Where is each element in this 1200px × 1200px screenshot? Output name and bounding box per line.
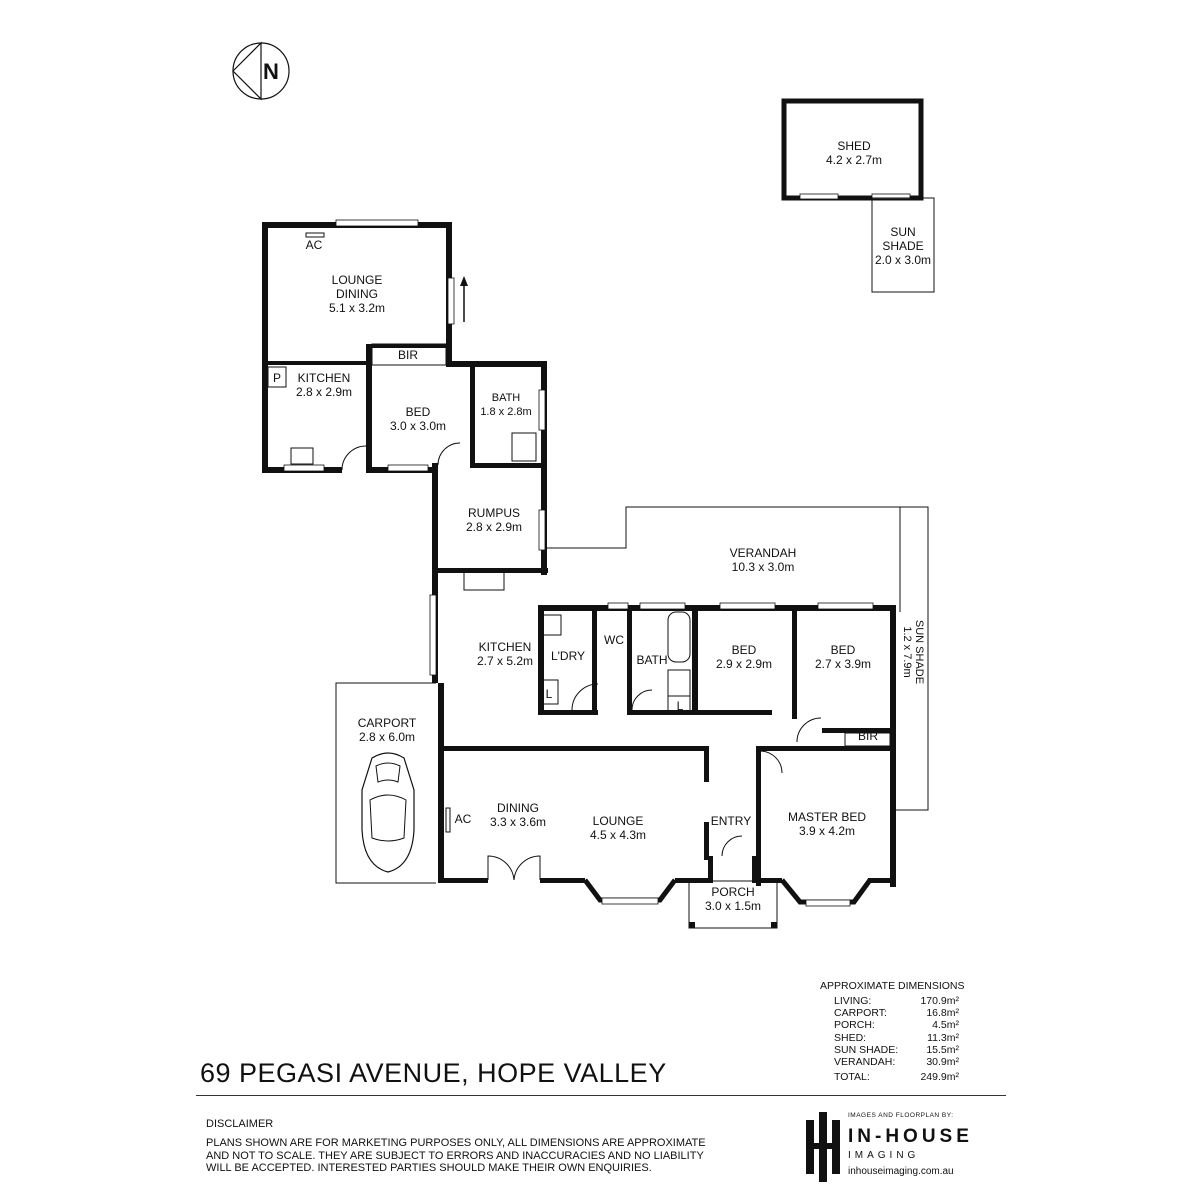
dimensions-label: CARPORT:: [834, 1007, 887, 1020]
north-letter: N: [263, 59, 279, 84]
lounge-dining-top-label-2: DINING: [336, 287, 378, 301]
verandah-size: 10.3 x 3.0m: [732, 560, 795, 574]
dimensions-row: CARPORT: 16.8m²: [834, 1007, 959, 1019]
linen-1-label: L: [546, 687, 553, 701]
dimensions-value: 15.5m²: [926, 1043, 959, 1056]
sun-shade-top-label-2: SHADE: [882, 239, 923, 253]
kitchen-top-label: KITCHEN: [298, 371, 351, 385]
dimensions-row: PORCH: 4.5m²: [834, 1019, 959, 1031]
bed-2-label: BED: [732, 643, 757, 657]
verandah-outline: [545, 506, 929, 811]
dimensions-value: 30.9m²: [926, 1056, 959, 1069]
dimensions-row: LIVING: 170.9m²: [834, 995, 959, 1007]
dimensions-label: VERANDAH:: [834, 1056, 896, 1069]
bath-main-label: BATH: [636, 653, 667, 667]
dimensions-value: 4.5m²: [932, 1019, 959, 1032]
master-bed-size: 3.9 x 4.2m: [799, 824, 855, 838]
carport-label: CARPORT: [358, 716, 417, 730]
kitchen-main-size: 2.7 x 5.2m: [477, 654, 533, 668]
property-address: 69 PEGASI AVENUE, HOPE VALLEY: [200, 1058, 667, 1088]
porch-size: 3.0 x 1.5m: [705, 899, 761, 913]
north-arrow-icon: N: [232, 41, 290, 101]
brand-caption: IMAGES AND FLOORPLAN BY:: [848, 1112, 954, 1119]
dimensions-table: APPROXIMATE DIMENSIONS LIVING: 170.9m² CA…: [820, 980, 965, 1083]
dimensions-label: SUN SHADE:: [834, 1043, 899, 1056]
dimensions-value: 16.8m²: [926, 1007, 959, 1020]
dining-size: 3.3 x 3.6m: [490, 815, 546, 829]
lounge-size: 4.5 x 4.3m: [590, 828, 646, 842]
bir-master-label: BIR: [858, 729, 878, 743]
sun-shade-side-size: 1.2 x 7.9m: [901, 626, 913, 677]
bed-2-size: 2.9 x 2.9m: [716, 657, 772, 671]
sun-shade-top-size: 2.0 x 3.0m: [875, 253, 931, 267]
disclaimer-title: DISCLAIMER: [206, 1118, 274, 1130]
dimensions-total-row: TOTAL: 249.9m²: [834, 1071, 959, 1083]
brand-logo-icon: [806, 1112, 840, 1182]
dimensions-title: APPROXIMATE DIMENSIONS: [820, 980, 965, 992]
dimensions-total-label: TOTAL:: [834, 1071, 870, 1084]
carport-size: 2.8 x 6.0m: [359, 730, 415, 744]
kitchen-top-size: 2.8 x 2.9m: [296, 385, 352, 399]
pantry-label: P: [273, 371, 281, 385]
carport-outline: [335, 682, 436, 884]
lounge-dining-top-label-1: LOUNGE: [332, 273, 383, 287]
bed-3-size: 2.7 x 3.9m: [815, 657, 871, 671]
disclaimer-body: PLANS SHOWN ARE FOR MARKETING PURPOSES O…: [206, 1137, 706, 1174]
dimensions-label: PORCH:: [834, 1019, 875, 1032]
dimensions-total-value: 249.9m²: [920, 1071, 959, 1084]
porch-label: PORCH: [711, 885, 754, 899]
laundry-label: L'DRY: [551, 649, 585, 663]
rumpus-size: 2.8 x 2.9m: [466, 520, 522, 534]
sun-shade-top-label-1: SUN: [890, 225, 915, 239]
dining-label: DINING: [497, 801, 539, 815]
bath-top-label: BATH: [492, 392, 521, 404]
ac-top-label: AC: [306, 238, 323, 252]
sun-shade-top-outline: [871, 197, 935, 293]
bath-top-size: 1.8 x 2.8m: [480, 406, 531, 418]
lounge-dining-top-size: 5.1 x 3.2m: [329, 301, 385, 315]
shed-label: SHED: [837, 139, 871, 153]
windows: [283, 219, 874, 907]
entry-label: ENTRY: [711, 814, 751, 828]
dimensions-value: 11.3m²: [927, 1031, 959, 1044]
brand-sub: IMAGING: [848, 1150, 920, 1161]
divider: [196, 1095, 1006, 1096]
bed-top-label: BED: [406, 405, 431, 419]
dimensions-label: LIVING:: [834, 995, 872, 1007]
rumpus-label: RUMPUS: [468, 506, 520, 520]
linen-2-label: L: [677, 699, 684, 713]
brand-name: IN-HOUSE: [848, 1126, 973, 1147]
walls: [262, 222, 896, 905]
brand-url[interactable]: inhouseimaging.com.au: [848, 1166, 954, 1177]
doors: [267, 232, 891, 881]
bed-top-size: 3.0 x 3.0m: [390, 419, 446, 433]
bed-3-label: BED: [831, 643, 856, 657]
porch-outline: [688, 880, 778, 929]
wc-label: WC: [604, 633, 624, 647]
shed-size: 4.2 x 2.7m: [826, 153, 882, 167]
ac-main-label: AC: [455, 812, 472, 826]
car-icon: [361, 752, 415, 873]
bir-top-label: BIR: [398, 348, 418, 362]
dimensions-row: VERANDAH: 30.9m²: [834, 1056, 959, 1068]
kitchen-main-label: KITCHEN: [479, 640, 532, 654]
brand-block: IMAGES AND FLOORPLAN BY: IN-HOUSE IMAGIN…: [806, 1112, 1006, 1182]
sun-shade-side-label: SUN SHADE: [913, 620, 925, 684]
verandah-label: VERANDAH: [730, 546, 797, 560]
dimensions-value: 170.9m²: [920, 995, 959, 1007]
master-bed-label: MASTER BED: [788, 810, 866, 824]
dimensions-row: SUN SHADE: 15.5m²: [834, 1044, 959, 1056]
lounge-label: LOUNGE: [593, 814, 644, 828]
dimensions-row: SHED: 11.3m²: [834, 1032, 959, 1044]
dimensions-label: SHED:: [834, 1031, 867, 1044]
shed-outline: [781, 98, 924, 201]
